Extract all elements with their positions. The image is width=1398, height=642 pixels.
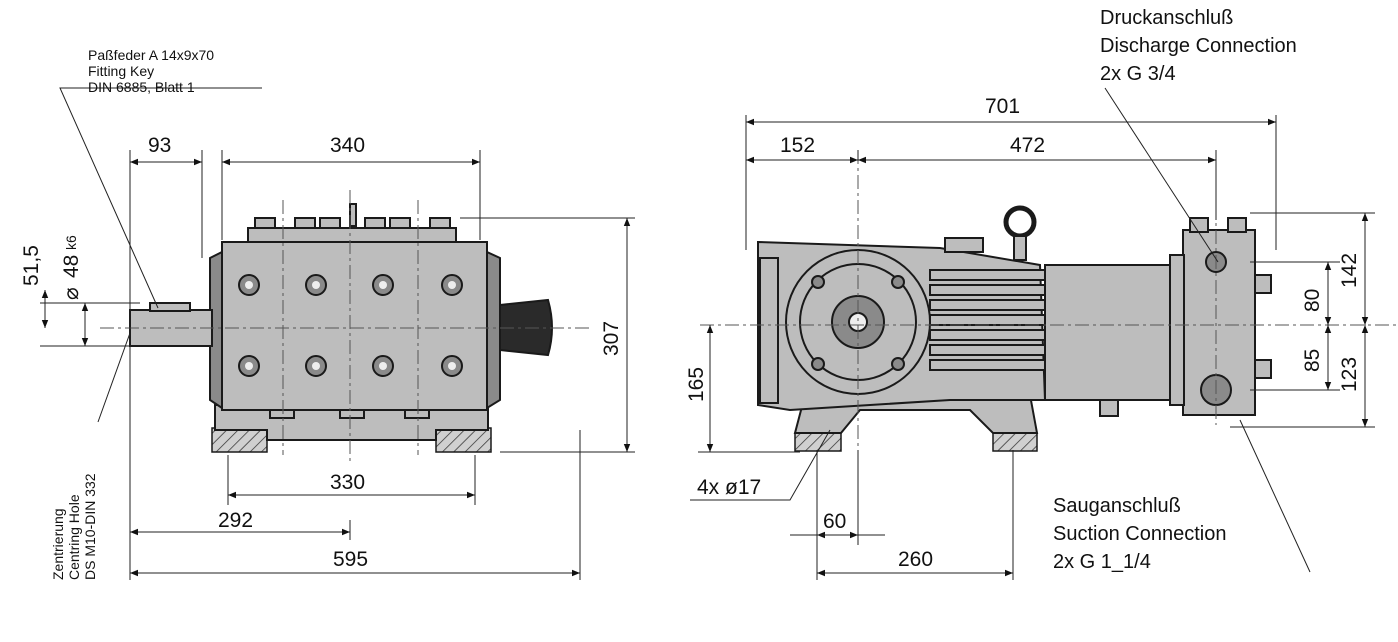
- dim-80: 80: [1301, 289, 1324, 312]
- right-cooling-fins: [929, 269, 1046, 371]
- left-flange-r: [486, 250, 501, 410]
- right-flange-bolts: [811, 275, 905, 371]
- suction-note-line2: Suction Connection: [1053, 523, 1226, 545]
- key-note-line2: Fitting Key: [88, 63, 154, 79]
- dim-307: 307: [600, 321, 623, 356]
- dim-701: 701: [985, 95, 1020, 118]
- right-drain-plug: [1099, 399, 1119, 417]
- right-plunger-housing: [1044, 264, 1171, 401]
- left-flange-l: [209, 250, 223, 410]
- right-dimensions: [690, 87, 1375, 580]
- right-view-pump: [700, 150, 1398, 545]
- left-key: [149, 302, 191, 312]
- left-view-pump: [100, 190, 590, 465]
- left-main-block: [221, 241, 488, 411]
- centring-note-line3: DS M10-DIN 332: [82, 473, 98, 580]
- dim-595: 595: [333, 548, 368, 571]
- centring-note-line1: Zentrierung: [50, 508, 66, 580]
- dim-60: 60: [823, 510, 846, 533]
- dim-48-tolerance: k6: [63, 235, 79, 250]
- key-note-line1: Paßfeder A 14x9x70: [88, 47, 214, 63]
- dim-152: 152: [780, 134, 815, 157]
- left-foot-left: [211, 427, 268, 453]
- discharge-note-line3: 2x G 3/4: [1100, 63, 1176, 85]
- dim-472: 472: [1010, 134, 1045, 157]
- dim-123: 123: [1338, 357, 1361, 392]
- dim-340: 340: [330, 134, 365, 157]
- dim-260: 260: [898, 548, 933, 571]
- dim-330: 330: [330, 471, 365, 494]
- key-note-line3: DIN 6885, Blatt 1: [88, 79, 195, 95]
- right-foot-right: [992, 432, 1038, 452]
- discharge-note-line2: Discharge Connection: [1100, 35, 1297, 57]
- diameter-icon: ⌀: [60, 287, 83, 300]
- discharge-note-line1: Druckanschluß: [1100, 7, 1233, 29]
- dim-diameter-48: ⌀ 48 k6: [60, 235, 83, 300]
- left-foot-right: [435, 427, 492, 453]
- centring-note-line2: Centring Hole: [66, 494, 82, 580]
- suction-note-line3: 2x G 1_1/4: [1053, 551, 1151, 573]
- dim-142: 142: [1338, 253, 1361, 288]
- suction-note-line1: Sauganschluß: [1053, 495, 1181, 517]
- dim-292: 292: [218, 509, 253, 532]
- right-eye-bolt: [1003, 205, 1037, 261]
- dim-51-5: 51,5: [20, 245, 43, 286]
- dim-165: 165: [685, 367, 708, 402]
- holes-note: 4x ø17: [697, 476, 761, 499]
- right-foot-left: [794, 432, 842, 452]
- right-top-cap: [944, 237, 984, 253]
- right-manifold-plate: [1169, 254, 1185, 406]
- dim-93: 93: [148, 134, 171, 157]
- dim-48: 48: [60, 255, 83, 278]
- right-side-plate: [759, 257, 779, 404]
- left-valve-covers: [238, 274, 463, 377]
- dim-85: 85: [1301, 349, 1324, 372]
- left-dimensions: [40, 87, 635, 580]
